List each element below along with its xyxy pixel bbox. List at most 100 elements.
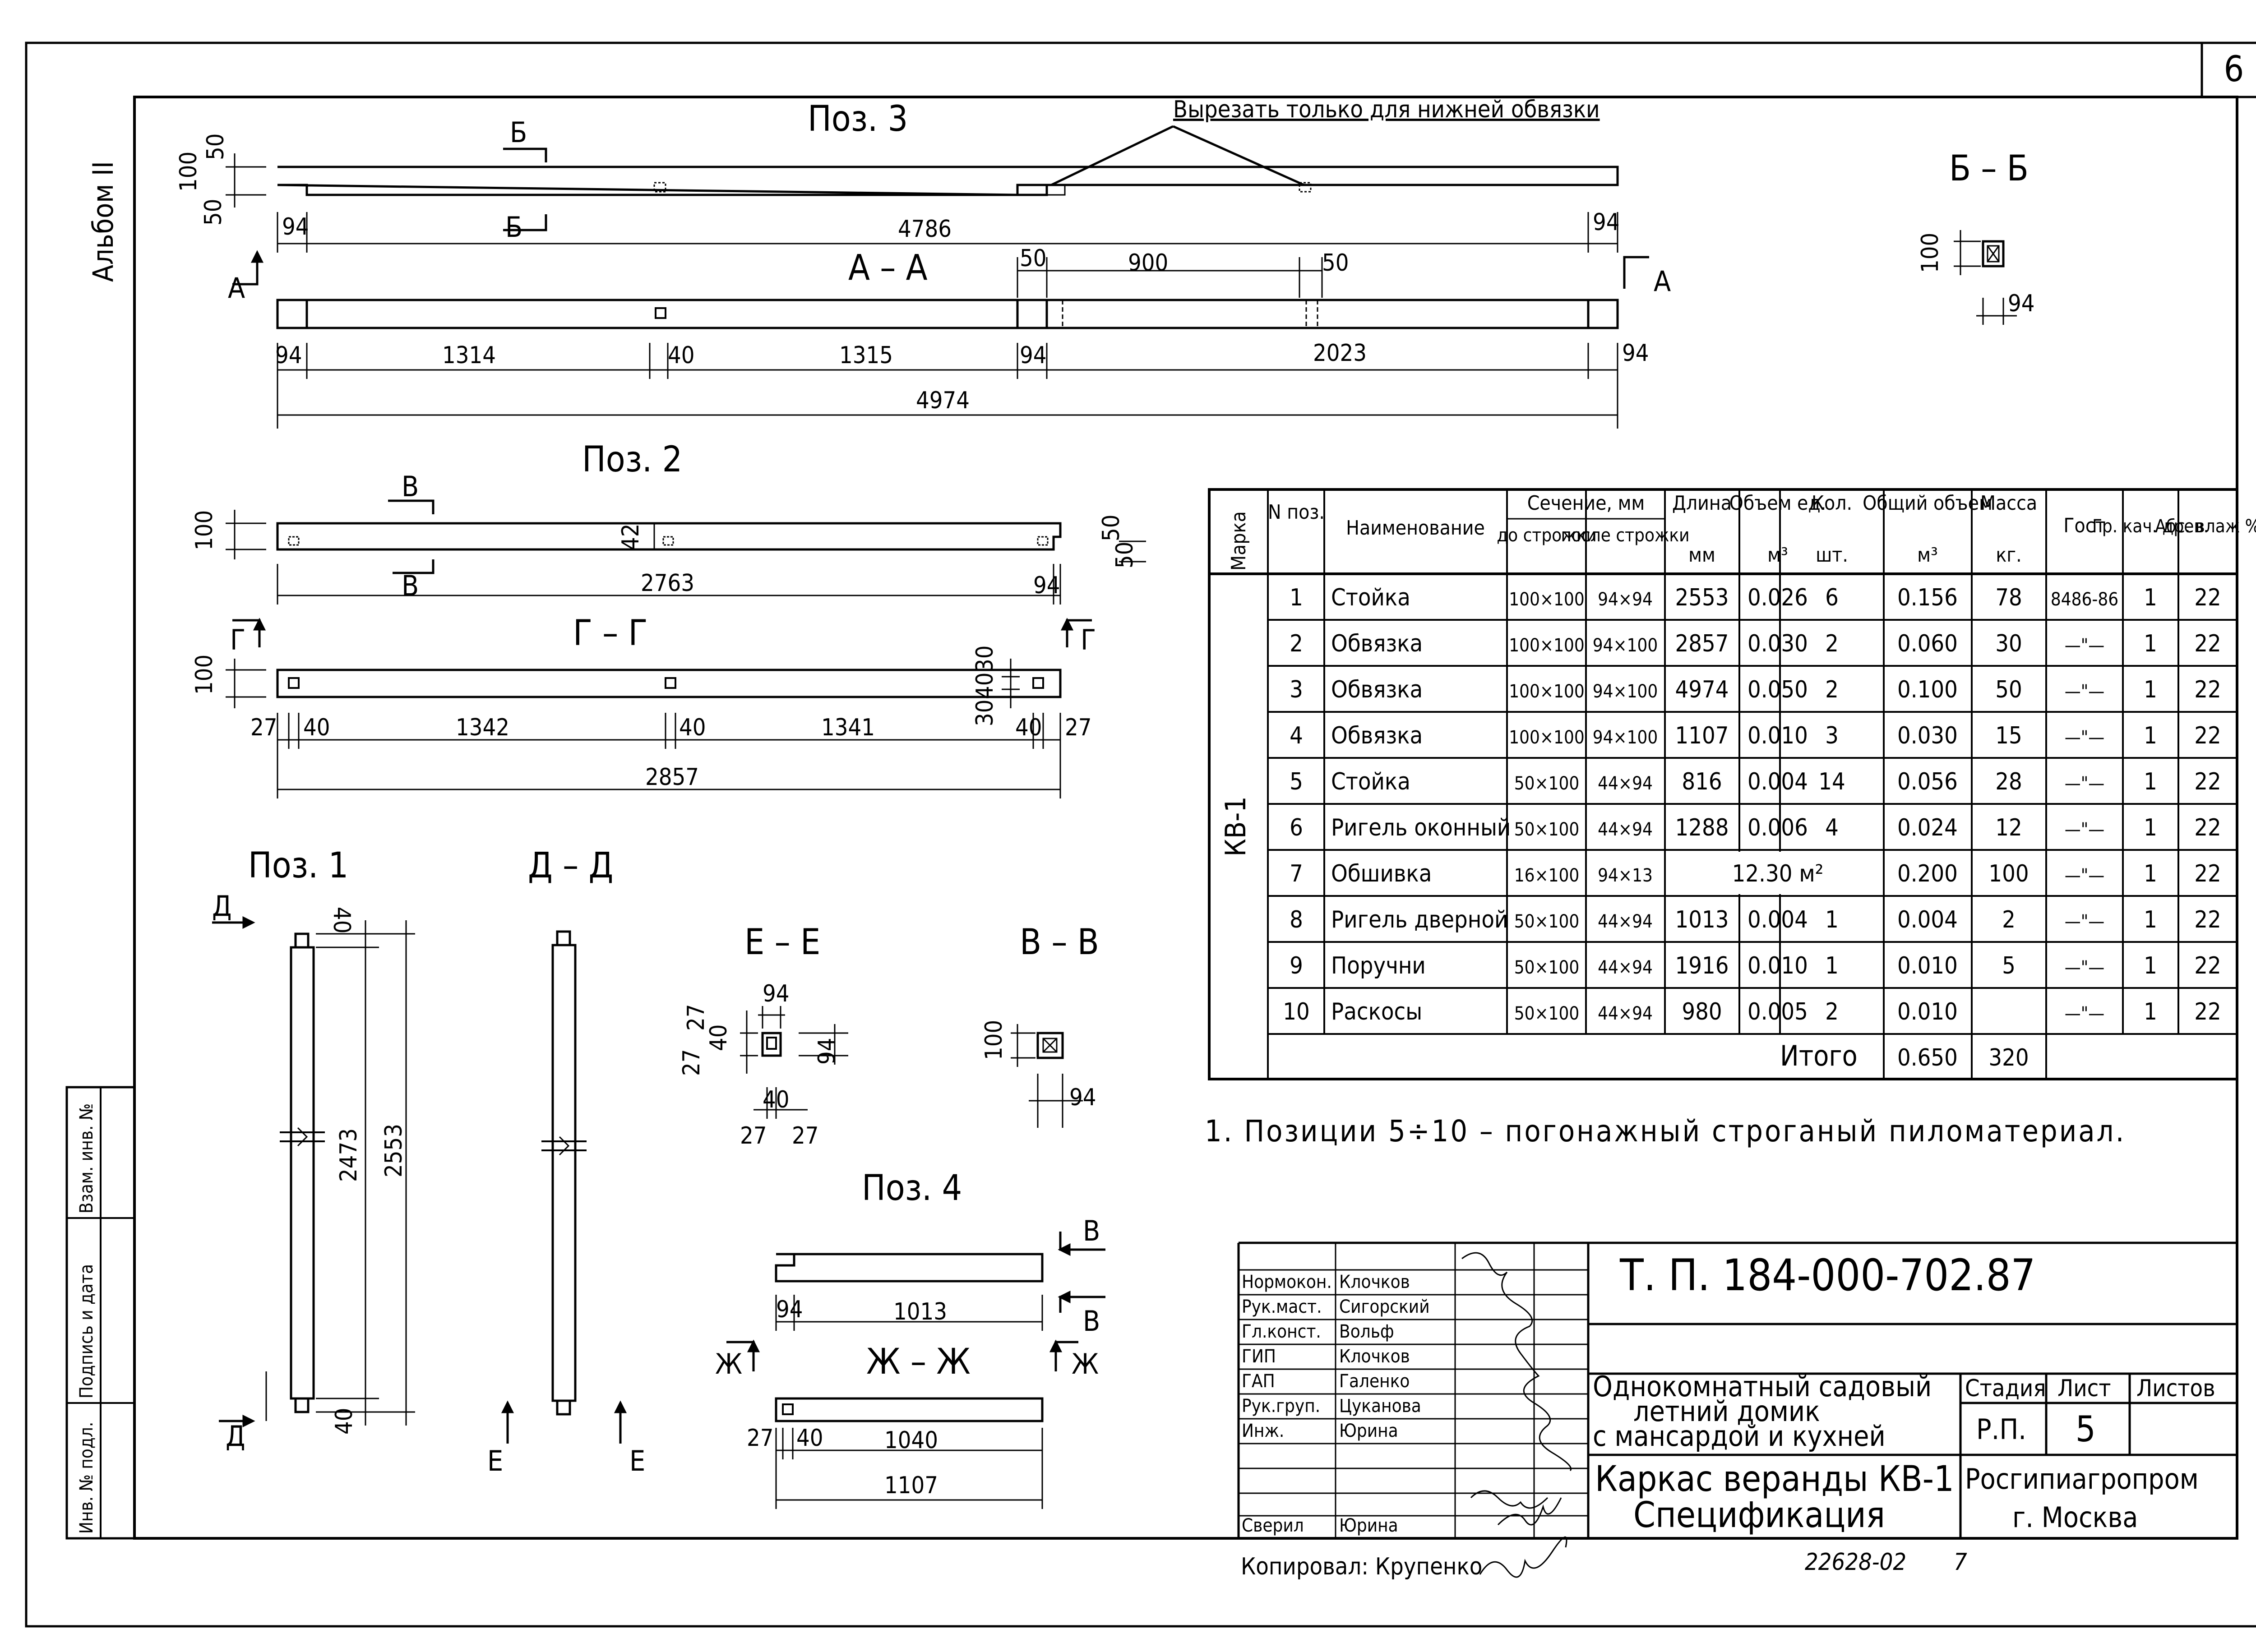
header-vol-unit-u: м³ bbox=[1767, 544, 1788, 567]
role-title: Нормокон. bbox=[1242, 1272, 1332, 1292]
mark-value: КВ-1 bbox=[1219, 796, 1252, 856]
svg-text:Г: Г bbox=[230, 623, 245, 656]
row-after: 94×100 bbox=[1593, 727, 1658, 748]
svg-text:Б: Б bbox=[505, 211, 522, 244]
row-pos: 1 bbox=[1290, 584, 1303, 611]
svg-text:Росгипиагропром: Росгипиагропром bbox=[1965, 1463, 2199, 1495]
row-before: 50×100 bbox=[1514, 957, 1580, 978]
role-name: Юрина bbox=[1339, 1515, 1398, 1536]
svg-text:А – А: А – А bbox=[848, 248, 928, 288]
role-name: Цуканова bbox=[1339, 1396, 1421, 1417]
svg-text:94: 94 bbox=[1020, 342, 1047, 369]
row-name: Стойка bbox=[1331, 584, 1410, 611]
svg-text:27: 27 bbox=[740, 1122, 767, 1149]
row-moist: 22 bbox=[2194, 584, 2221, 611]
row-length: 2553 bbox=[1675, 584, 1729, 611]
row-before: 100×100 bbox=[1509, 681, 1585, 702]
svg-text:27: 27 bbox=[1065, 714, 1092, 741]
row-mass: 50 bbox=[1995, 676, 2022, 703]
row-name: Раскосы bbox=[1331, 998, 1422, 1025]
row-mass: 30 bbox=[1995, 630, 2022, 657]
row-grade: 1 bbox=[2144, 998, 2157, 1025]
row-mass: 100 bbox=[1988, 860, 2029, 887]
svg-text:Г – Г: Г – Г bbox=[573, 613, 647, 654]
svg-text:2553: 2553 bbox=[380, 1124, 407, 1177]
row-vol: 0.026 bbox=[1747, 584, 1808, 611]
row-total: 0.056 bbox=[1897, 768, 1958, 795]
header-length-unit: мм bbox=[1688, 544, 1715, 567]
svg-text:Стадия: Стадия bbox=[1965, 1375, 2046, 1402]
row-qty: 3 bbox=[1825, 722, 1839, 749]
row-grade: 1 bbox=[2144, 768, 2157, 795]
header-vol-total: Общий объем bbox=[1863, 492, 1992, 515]
row-before: 100×100 bbox=[1509, 589, 1585, 610]
row-moist: 22 bbox=[2194, 906, 2221, 933]
album-label: Альбом II bbox=[87, 161, 120, 282]
row-qty: 1 bbox=[1825, 952, 1839, 979]
row-vol: 0.006 bbox=[1747, 814, 1808, 841]
row-total: 0.060 bbox=[1897, 630, 1958, 657]
row-name: Обвязка bbox=[1331, 630, 1423, 657]
row-moist: 22 bbox=[2194, 676, 2221, 703]
row-pos: 7 bbox=[1290, 860, 1303, 887]
svg-text:94: 94 bbox=[763, 980, 790, 1007]
row-name: Стойка bbox=[1331, 768, 1410, 795]
svg-text:42: 42 bbox=[617, 523, 644, 550]
row-name: Обвязка bbox=[1331, 676, 1423, 703]
row-total: 0.010 bbox=[1897, 952, 1958, 979]
header-name: Наименование bbox=[1346, 517, 1485, 540]
row-length: 12.30 м² bbox=[1732, 860, 1824, 887]
row-gost: —"— bbox=[2065, 911, 2105, 932]
row-before: 50×100 bbox=[1514, 1003, 1580, 1024]
svg-text:1315: 1315 bbox=[839, 342, 893, 369]
row-total: 0.030 bbox=[1897, 722, 1958, 749]
row-after: 94×94 bbox=[1598, 589, 1653, 610]
row-pos: 10 bbox=[1283, 998, 1310, 1025]
header-qty-u: шт. bbox=[1816, 544, 1848, 567]
header-mass: Масса bbox=[1980, 492, 2037, 515]
total-label: Итого bbox=[1780, 1039, 1858, 1072]
header-gost: Гост bbox=[2063, 514, 2105, 537]
svg-text:Д – Д: Д – Д bbox=[528, 845, 613, 886]
row-vol: 0.030 bbox=[1747, 630, 1808, 657]
svg-text:100: 100 bbox=[191, 655, 218, 695]
svg-text:Е: Е bbox=[487, 1444, 503, 1477]
svg-text:Каркас веранды КВ-1: Каркас веранды КВ-1 bbox=[1595, 1459, 1954, 1500]
row-qty: 1 bbox=[1825, 906, 1839, 933]
header-vol-unit: Объем ед. bbox=[1729, 492, 1826, 515]
svg-text:94: 94 bbox=[1033, 572, 1060, 599]
svg-text:А: А bbox=[228, 272, 245, 305]
svg-text:50: 50 bbox=[1322, 249, 1349, 277]
row-mass: 78 bbox=[1995, 584, 2022, 611]
row-gost: —"— bbox=[2065, 727, 2105, 748]
svg-text:27: 27 bbox=[683, 1004, 710, 1031]
row-gost: —"— bbox=[2065, 681, 2105, 702]
svg-text:27: 27 bbox=[250, 714, 277, 741]
row-mass: 12 bbox=[1995, 814, 2022, 841]
svg-text:94: 94 bbox=[2008, 290, 2035, 317]
header-qty: Кол. bbox=[1812, 492, 1852, 515]
row-length: 2857 bbox=[1675, 630, 1729, 657]
svg-text:Лист: Лист bbox=[2057, 1375, 2111, 1402]
footnote: 1. Позиции 5÷10 – погонажный строганый п… bbox=[1205, 1114, 2126, 1149]
row-qty: 2 bbox=[1825, 998, 1839, 1025]
row-moist: 22 bbox=[2194, 630, 2221, 657]
pos4-drawing: Поз. 4 В В 94 1013 Ж – Ж Ж Ж 27 40 1040 bbox=[715, 1168, 1105, 1509]
row-before: 100×100 bbox=[1509, 727, 1585, 748]
svg-text:50: 50 bbox=[1098, 514, 1125, 541]
row-grade: 1 bbox=[2144, 630, 2157, 657]
role-title: ГАП bbox=[1242, 1371, 1275, 1392]
inv-no-label: Инв. № подл. bbox=[76, 1422, 97, 1534]
pos3-callout: Вырезать только для нижней обвязки bbox=[1173, 96, 1600, 123]
svg-text:Д: Д bbox=[212, 890, 232, 923]
row-grade: 1 bbox=[2144, 860, 2157, 887]
svg-text:40: 40 bbox=[971, 672, 999, 699]
svg-text:40: 40 bbox=[796, 1425, 823, 1452]
svg-text:94: 94 bbox=[776, 1296, 803, 1323]
svg-text:4786: 4786 bbox=[898, 216, 952, 243]
row-qty: 2 bbox=[1825, 630, 1839, 657]
row-pos: 4 bbox=[1290, 722, 1303, 749]
svg-text:В: В bbox=[1083, 1305, 1100, 1338]
